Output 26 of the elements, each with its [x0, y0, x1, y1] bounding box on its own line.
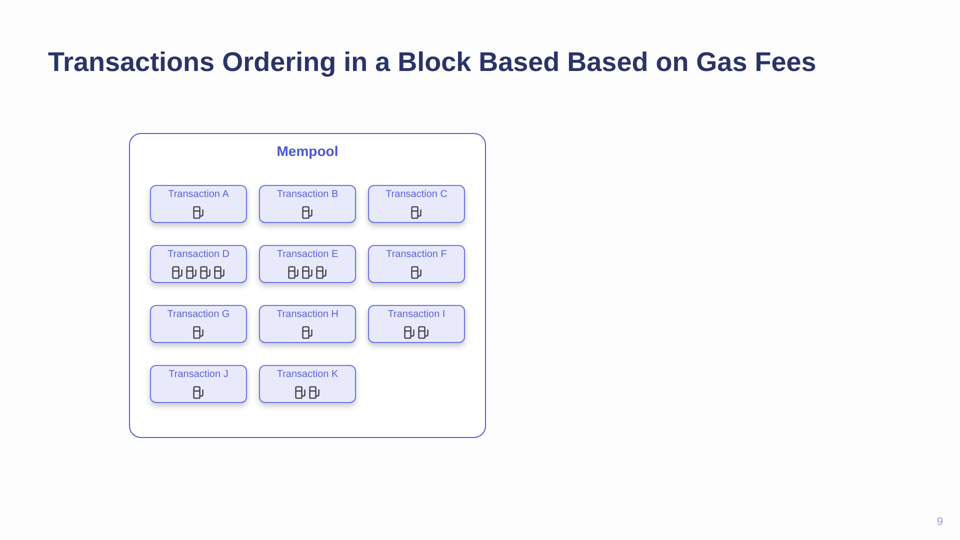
panel-heading: Mempool [276, 142, 340, 161]
transaction-card [259, 305, 356, 343]
transaction-card [368, 245, 465, 283]
transaction-card [150, 185, 247, 223]
transaction-label: Transaction I [388, 308, 446, 322]
transaction-card [259, 365, 356, 403]
transaction-label: Transaction H [276, 308, 338, 322]
transaction-label: Transaction K [276, 368, 338, 382]
transaction-card [368, 305, 465, 343]
mempool-panel [129, 133, 486, 438]
transaction-card [368, 185, 465, 223]
transaction-label: Transaction J [168, 368, 228, 382]
transaction-label: Transaction B [276, 188, 338, 202]
slide-title: Transactions Ordering in a Block Based Based on Gas Fees [48, 46, 816, 79]
transaction-card [259, 245, 356, 283]
transaction-label: Transaction E [276, 248, 338, 262]
transaction-label: Transaction C [386, 188, 448, 202]
transaction-card [150, 245, 247, 283]
transaction-label: Transaction G [167, 308, 230, 322]
transaction-label: Transaction D [168, 248, 230, 262]
transaction-card [150, 365, 247, 403]
transaction-card [259, 185, 356, 223]
transaction-label: Transaction F [386, 248, 447, 262]
transaction-label: Transaction A [168, 188, 229, 202]
page-number: 9 [936, 515, 943, 530]
transaction-card [150, 305, 247, 343]
